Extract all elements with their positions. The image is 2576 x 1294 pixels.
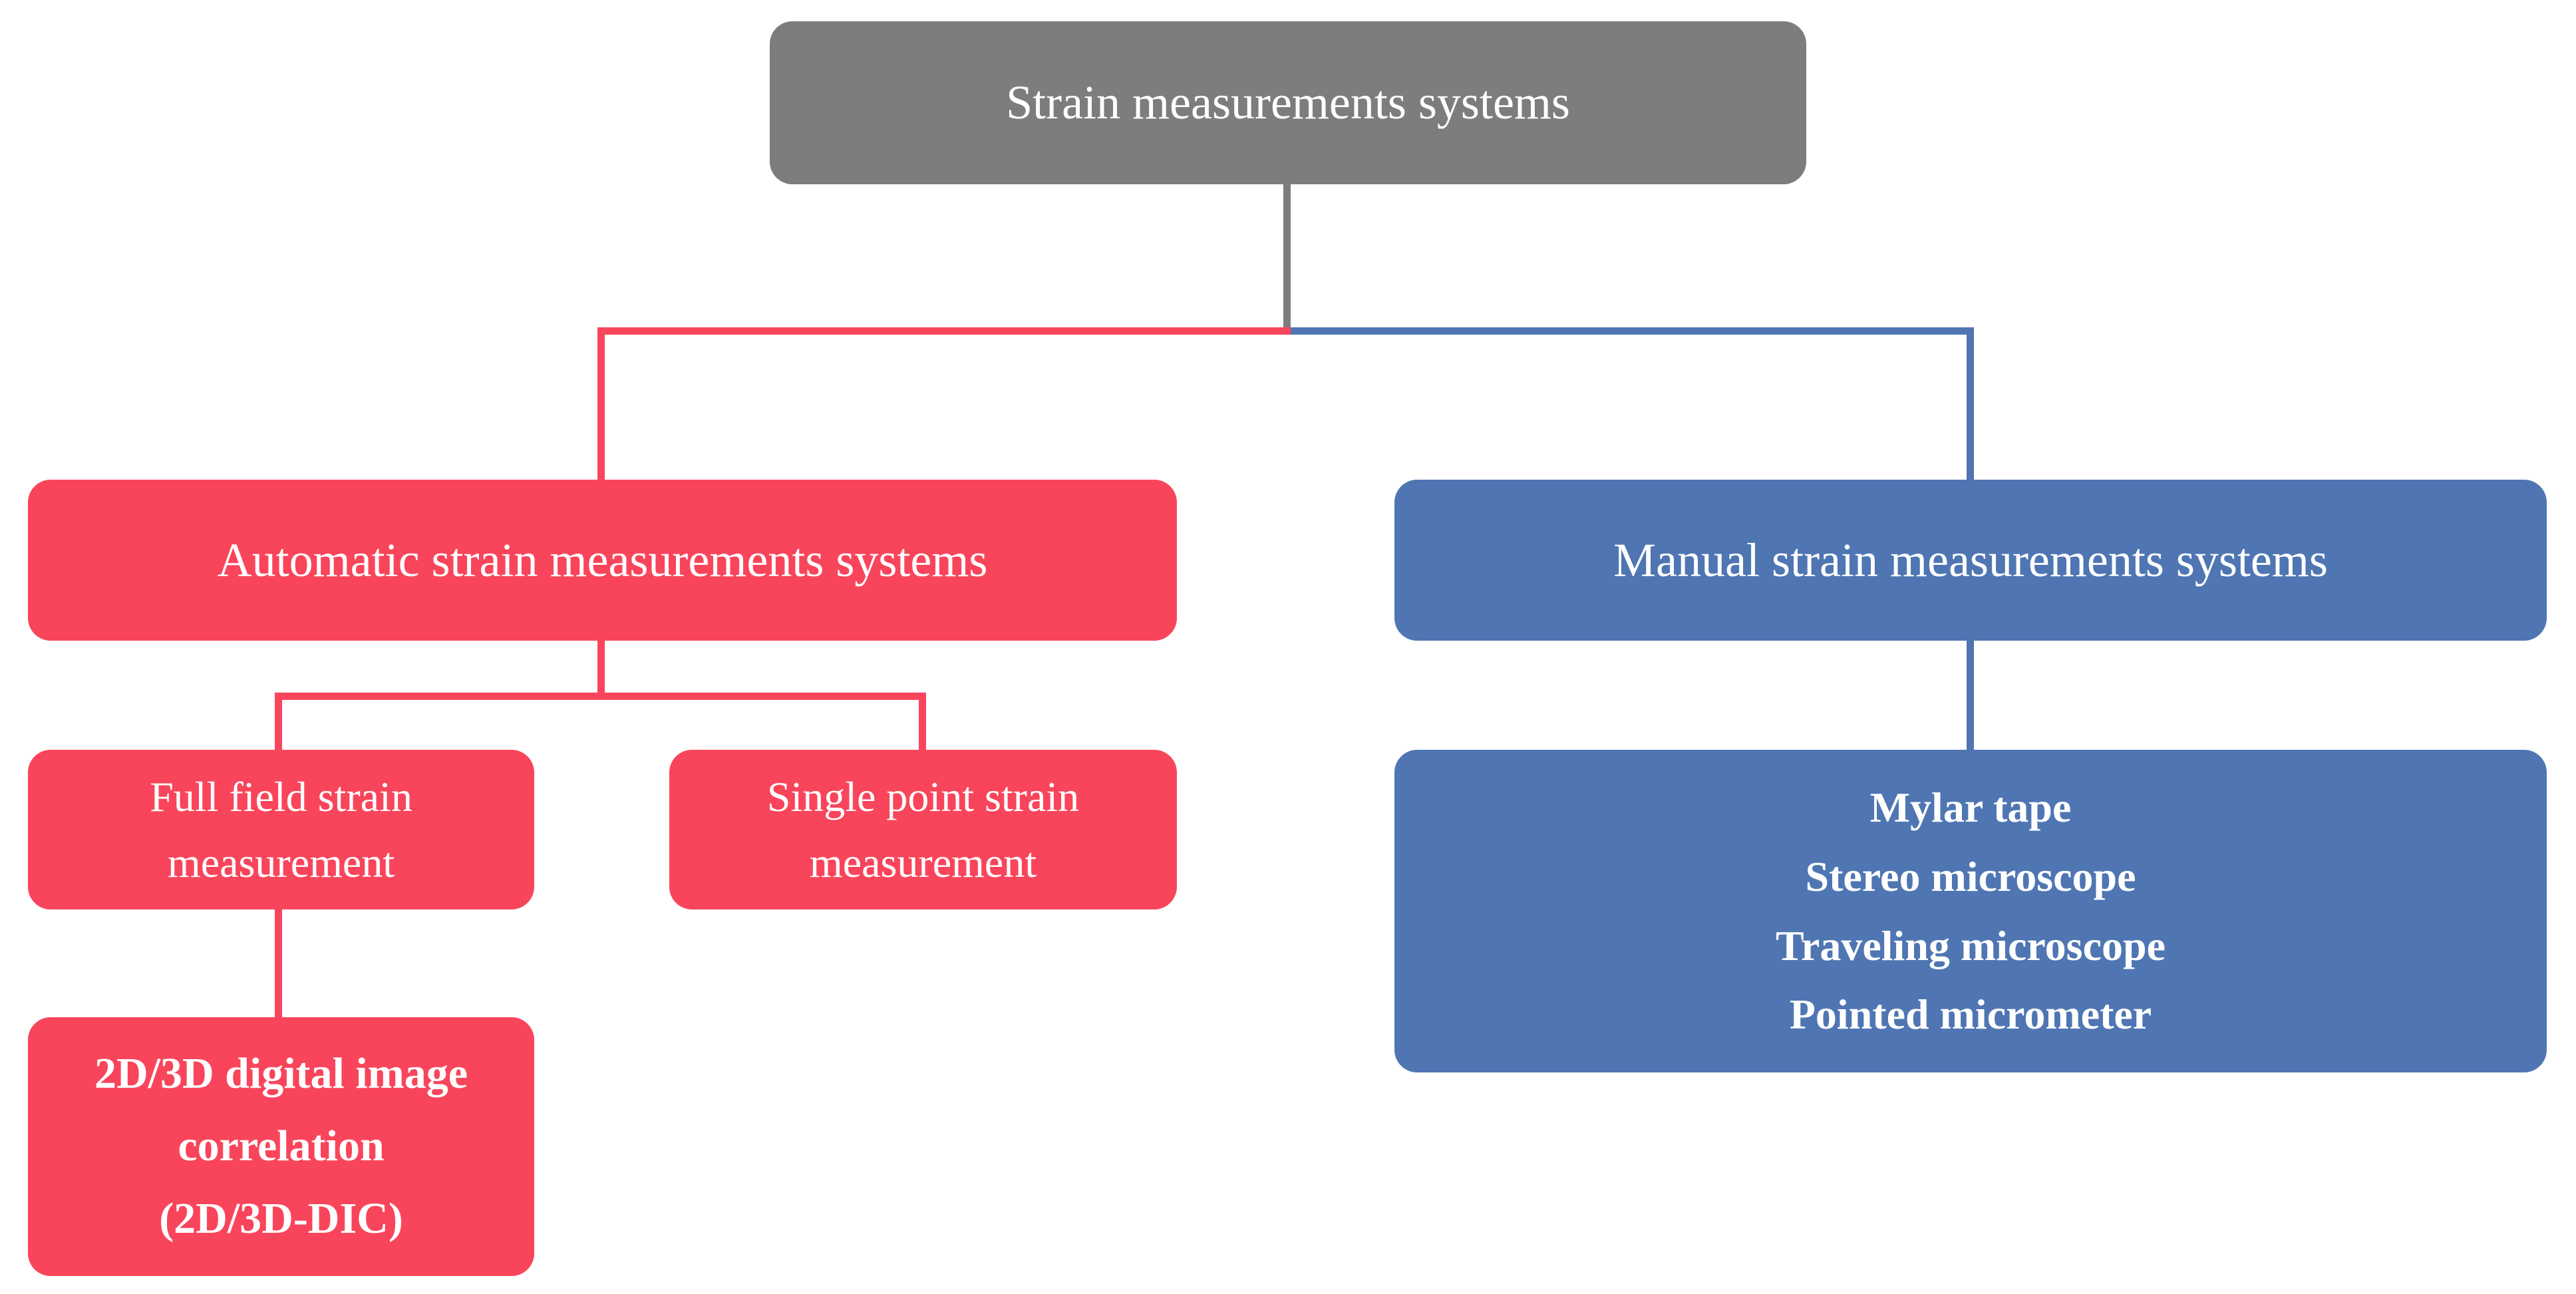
node-dic-line-2: correlation xyxy=(178,1122,385,1171)
node-root-label: Strain measurements systems xyxy=(1006,76,1570,129)
node-manual-label: Manual strain measurements systems xyxy=(1613,533,2328,587)
node-automatic-label: Automatic strain measurements systems xyxy=(217,533,988,587)
node-single-point-line-2: measurement xyxy=(809,839,1037,886)
manual-tool-pointed-micrometer: Pointed micrometer xyxy=(1789,991,2152,1039)
connector-automatic-down xyxy=(597,641,605,700)
node-manual: Manual strain measurements systems xyxy=(1394,480,2547,641)
manual-tool-traveling-microscope: Traveling microscope xyxy=(1776,921,2166,969)
node-root: Strain measurements systems xyxy=(770,21,1806,184)
node-single-point-line-1: Single point strain xyxy=(766,772,1080,820)
node-manual-tools: Mylar tape Stereo microscope Traveling m… xyxy=(1394,750,2547,1072)
connector-automatic-stem xyxy=(597,327,605,480)
connector-dic-stem xyxy=(275,909,282,1017)
manual-tool-mylar-tape: Mylar tape xyxy=(1869,784,2072,832)
node-dic-line-1: 2D/3D digital image xyxy=(94,1049,468,1098)
manual-tool-stereo-microscope: Stereo microscope xyxy=(1805,852,2136,900)
connector-root-stem xyxy=(1283,184,1291,328)
connector-manual-down xyxy=(1967,641,1974,750)
connector-single-point-drop xyxy=(919,693,926,750)
connector-branch-bar-blue xyxy=(1291,327,1974,335)
node-automatic: Automatic strain measurements systems xyxy=(28,480,1177,641)
node-single-point: Single point strain measurement xyxy=(669,750,1177,909)
node-full-field-line-2: measurement xyxy=(167,839,395,886)
connector-manual-stem xyxy=(1967,327,1974,480)
node-dic: 2D/3D digital image correlation (2D/3D-D… xyxy=(28,1017,534,1276)
node-full-field-line-1: Full field strain xyxy=(150,772,412,820)
connector-full-field-drop xyxy=(275,693,282,750)
connector-branch-bar-red xyxy=(597,327,1291,335)
node-full-field: Full field strain measurement xyxy=(28,750,534,909)
node-dic-line-3: (2D/3D-DIC) xyxy=(159,1194,403,1243)
connector-sub-bar xyxy=(275,693,926,700)
